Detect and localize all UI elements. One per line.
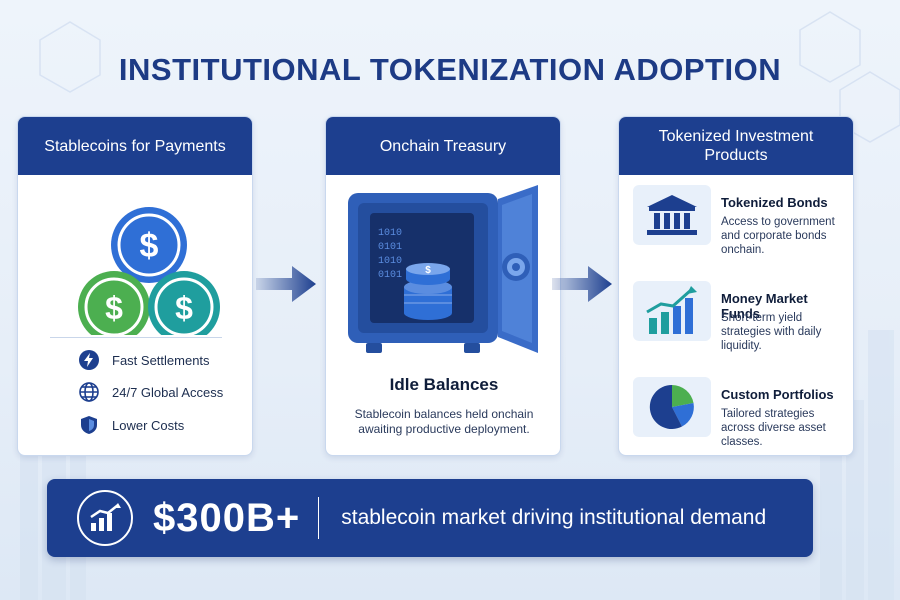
idle-balances-description: Stablecoin balances held onchain awaitin… [354, 407, 534, 436]
coin-symbol: $ [175, 290, 193, 326]
feature-global-access: 24/7 Global Access [78, 381, 252, 403]
green-coin-icon: $ [78, 271, 150, 335]
feature-fast-settlements: Fast Settlements [78, 349, 252, 371]
binary-line: 1010 [378, 228, 402, 239]
binary-line: 0101 [378, 270, 402, 281]
coin-symbol: $ [140, 227, 159, 265]
idle-balances-title: Idle Balances [389, 375, 499, 394]
treasury-panel: Onchain Treasury 1010 0101 1010 0101 $ [325, 116, 561, 456]
pie-chart-icon [633, 377, 711, 437]
safe-icon: 1010 0101 1010 0101 $ [348, 185, 538, 353]
investment-item-description: Short-term yield strategies with daily l… [721, 312, 822, 352]
treasury-panel-title: Onchain Treasury [326, 117, 560, 175]
feature-label: Fast Settlements [112, 352, 210, 368]
coins-illustration: $ $ $ [78, 207, 220, 335]
blue-coin-icon: $ [111, 207, 187, 283]
coin-stack-icon: $ [404, 263, 452, 320]
binary-line: 1010 [378, 256, 402, 267]
divider [50, 337, 222, 338]
payments-panel: Stablecoins for Payments $ $ $ Fast Sett… [17, 116, 253, 456]
investment-panel-title: Tokenized Investment Products [619, 117, 853, 175]
investment-item-description: Access to government and corporate bonds… [721, 216, 835, 256]
investment-item-bonds: Tokenized Bonds Access to government and… [633, 185, 843, 257]
growth-chart-icon [633, 281, 711, 341]
globe-icon [78, 381, 100, 403]
investment-item-title: Custom Portfolios [721, 387, 834, 402]
payments-panel-title: Stablecoins for Payments [18, 117, 252, 175]
market-banner: $300B+ stablecoin market driving institu… [47, 479, 813, 557]
flow-arrow-icon [552, 266, 612, 302]
feature-label: 24/7 Global Access [112, 384, 224, 400]
market-amount: $300B+ [153, 495, 301, 540]
investment-item-title: Tokenized Bonds [721, 195, 828, 210]
market-description: stablecoin market driving institutional … [341, 506, 767, 529]
investment-item-portfolios: Custom Portfolios Tailored strategies ac… [633, 377, 843, 449]
feature-lower-costs: Lower Costs [78, 414, 252, 436]
svg-text:$: $ [425, 265, 431, 276]
feature-label: Lower Costs [112, 417, 185, 433]
bank-icon [633, 185, 711, 245]
page-title: INSTITUTIONAL TOKENIZATION ADOPTION [118, 52, 782, 87]
investment-item-description: Tailored strategies across diverse asset… [721, 408, 826, 448]
banner-divider [318, 497, 320, 539]
binary-line: 0101 [378, 242, 402, 253]
investment-item-money-market: Money Market Funds Short-term yield stra… [633, 281, 843, 353]
coin-symbol: $ [105, 290, 123, 326]
teal-coin-icon: $ [148, 271, 220, 335]
flow-arrow-icon [256, 266, 316, 302]
trend-up-icon [77, 490, 133, 546]
investment-item-title: Money Market Funds [721, 291, 808, 321]
shield-icon [78, 414, 100, 436]
lightning-icon [78, 349, 100, 371]
investment-panel: Tokenized Investment Products Tokenized … [618, 116, 854, 456]
